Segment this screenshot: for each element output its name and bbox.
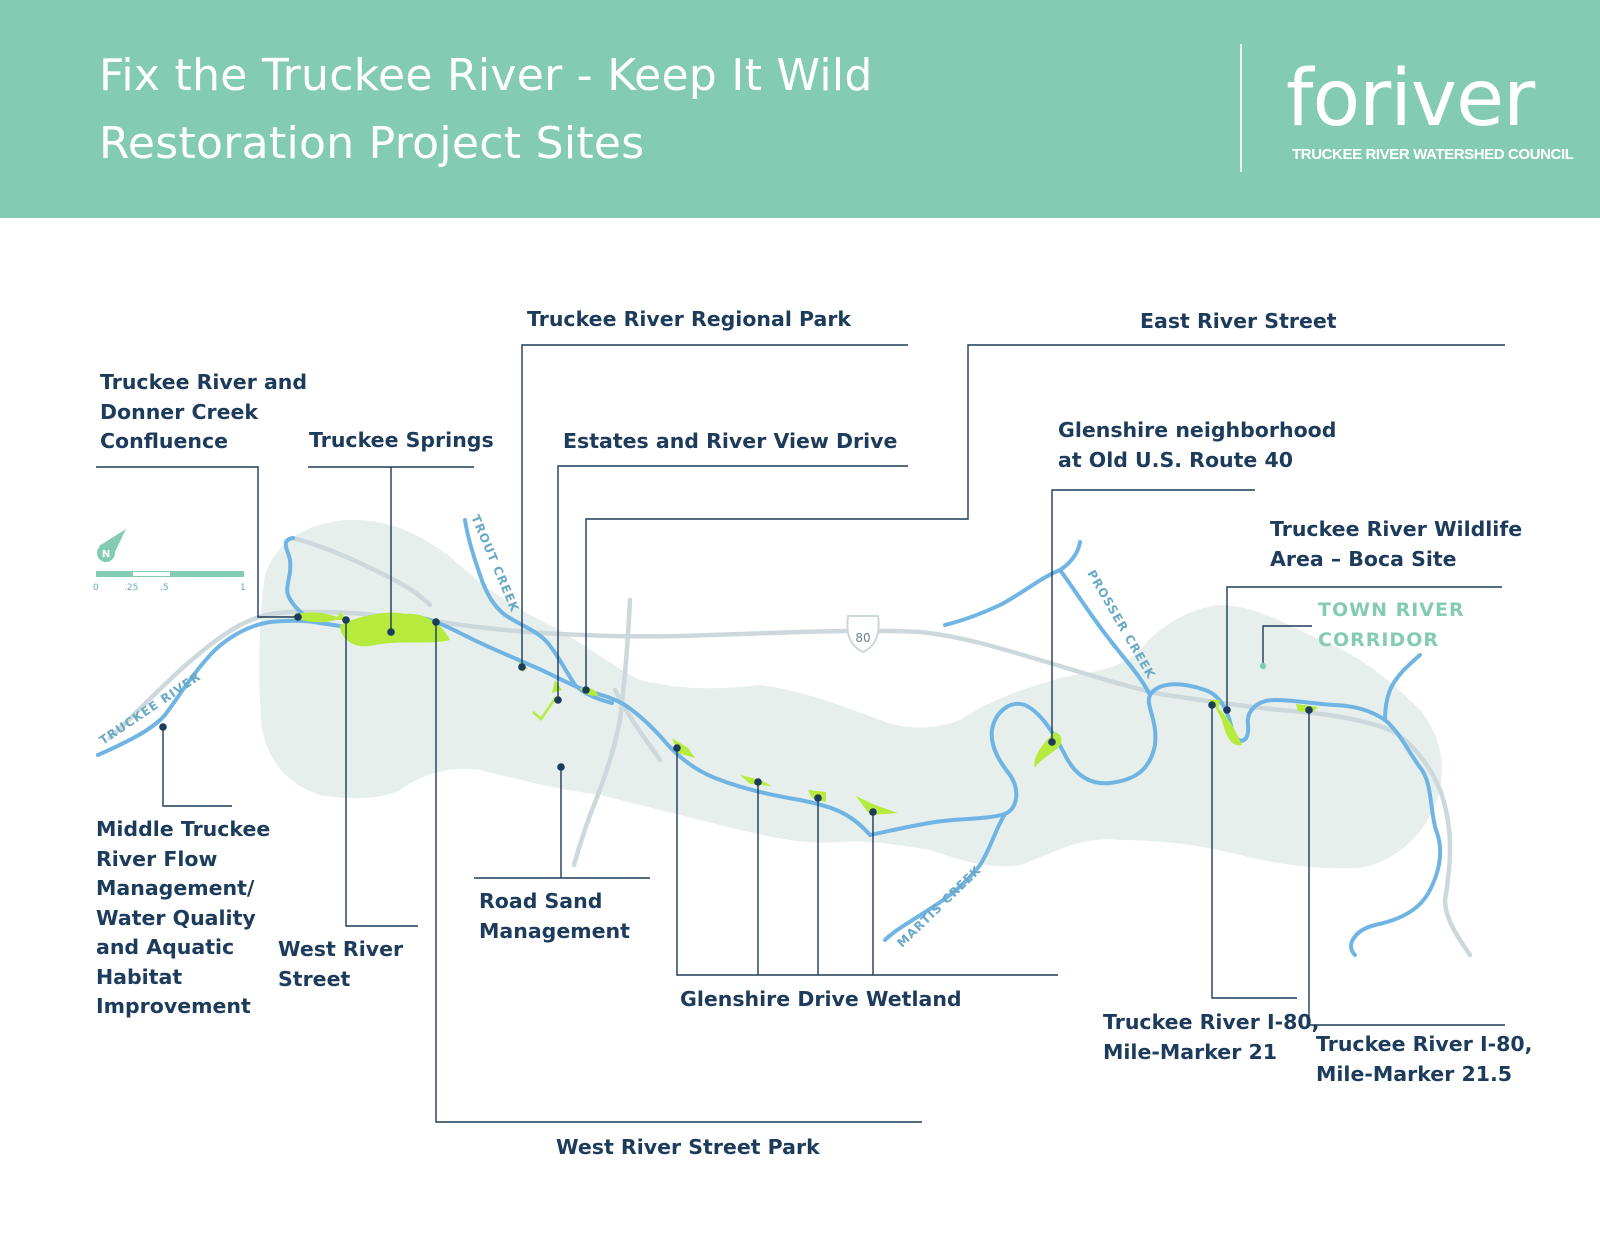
dot-regional-park	[518, 663, 526, 671]
leader-boca	[1226, 586, 1502, 710]
dot-middle-truckee	[159, 723, 167, 731]
shield-number: 80	[855, 631, 870, 645]
leader-route40	[1051, 489, 1255, 742]
dot-glenshire-1	[673, 744, 681, 752]
scale-tick-05: .5	[160, 583, 169, 593]
dot-springs	[387, 628, 395, 636]
dot-boca	[1223, 706, 1231, 714]
north-arrow-pointer	[99, 529, 126, 556]
north-label: N	[102, 549, 110, 560]
leader-glenshire-wetland	[676, 748, 1058, 976]
label-boca-site: Truckee River Wildlife Area – Boca Site	[1270, 517, 1523, 571]
interstate-80	[107, 609, 1473, 958]
dot-route40	[1048, 738, 1056, 746]
label-confluence: Truckee River and Donner Creek Confluenc…	[100, 370, 308, 453]
local-road-crossing	[612, 687, 663, 763]
scale-bar: N 0 .25 .5 1	[93, 529, 246, 593]
leader-regional-park	[521, 344, 908, 667]
truckee-river-label: TRUCKEE RIVER	[97, 669, 204, 747]
east-tributary	[1383, 653, 1422, 722]
map-subtitle: Restoration Project Sites	[99, 118, 645, 169]
label-estates-river-view: Estates and River View Drive	[563, 429, 898, 453]
martis-creek-label: MARTIS CREEK	[894, 863, 984, 950]
leader-corridor	[1262, 625, 1312, 666]
label-middle-truckee: Middle Truckee River Flow Management/ Wa…	[96, 817, 271, 1018]
interstate-shield: 80	[846, 615, 880, 654]
label-glenshire-wetland: Glenshire Drive Wetland	[680, 987, 962, 1011]
martis-creek	[883, 812, 1007, 942]
site-patch-confluence	[292, 612, 340, 623]
scale-tick-1: 1	[240, 583, 246, 593]
header-divider	[1240, 44, 1242, 172]
label-truckee-springs: Truckee Springs	[309, 428, 494, 452]
label-regional-park: Truckee River Regional Park	[527, 307, 852, 331]
foriver-logo: foriver	[1286, 54, 1535, 144]
label-mile-marker-21: Truckee River I-80, Mile-Marker 21	[1103, 1010, 1320, 1064]
dot-mm215	[1305, 706, 1313, 714]
dot-mm21	[1208, 701, 1216, 709]
dot-glenshire-2	[754, 778, 762, 786]
leader-lines	[96, 344, 1505, 1123]
highway-267	[571, 597, 633, 868]
watershed-area	[259, 519, 1442, 869]
leader-middle-truckee	[162, 727, 232, 807]
leader-confluence	[96, 466, 298, 618]
dot-west-river-street-park	[432, 618, 440, 626]
dot-west-river-street	[342, 616, 350, 624]
label-mile-marker-21-5: Truckee River I-80, Mile-Marker 21.5	[1316, 1032, 1533, 1086]
dot-corridor	[1259, 662, 1267, 670]
label-glenshire-route40: Glenshire neighborhood at Old U.S. Route…	[1058, 418, 1337, 472]
dot-confluence	[294, 613, 302, 621]
leader-mm215	[1308, 710, 1505, 1026]
road-sand-marker	[532, 696, 558, 721]
leader-road-sand	[474, 767, 650, 879]
site-patch-estates	[552, 680, 562, 693]
site-patch-glenshire-1	[672, 738, 695, 758]
label-east-river-street: East River Street	[1140, 309, 1337, 333]
prosser-creek	[943, 540, 1152, 697]
label-west-river-street-park: West River Street Park	[556, 1135, 820, 1159]
label-town-river-corridor: TOWN RIVER CORRIDOR	[1318, 599, 1465, 651]
site-patch-glenshire-4	[856, 796, 898, 815]
local-road-north	[290, 535, 433, 608]
leader-estates	[557, 465, 908, 700]
donner-creek	[283, 536, 312, 622]
dot-glenshire-3	[814, 794, 822, 802]
leader-mm21	[1211, 705, 1297, 999]
project-sites	[292, 612, 1318, 815]
map-title: Fix the Truckee River - Keep It Wild	[99, 50, 873, 101]
dot-estates	[554, 696, 562, 704]
scale-tick-0: 0	[93, 583, 99, 593]
label-west-river-street: West River Street	[278, 937, 404, 991]
leader-west-river-street	[345, 620, 418, 927]
dot-east-river	[582, 686, 590, 694]
leader-west-river-street-park	[435, 622, 922, 1123]
leader-east-river	[585, 344, 1505, 690]
site-patch-boca	[1214, 705, 1242, 746]
site-patch-springs	[340, 612, 450, 647]
roads	[107, 535, 1473, 958]
scale-bar-segment	[133, 572, 170, 576]
scale-tick-025: .25	[124, 583, 138, 593]
label-road-sand: Road Sand Management	[479, 889, 630, 943]
site-dots	[159, 613, 1313, 816]
leader-truckee-springs	[308, 466, 474, 632]
dot-glenshire-4	[869, 808, 877, 816]
trout-creek	[463, 518, 614, 705]
dot-road-sand	[557, 763, 565, 771]
header-banner: Fix the Truckee River - Keep It Wild Res…	[0, 0, 1600, 218]
foriver-logo-subtitle: TRUCKEE RIVER WATERSHED COUNCIL	[1292, 146, 1574, 163]
shield-icon	[846, 615, 880, 654]
